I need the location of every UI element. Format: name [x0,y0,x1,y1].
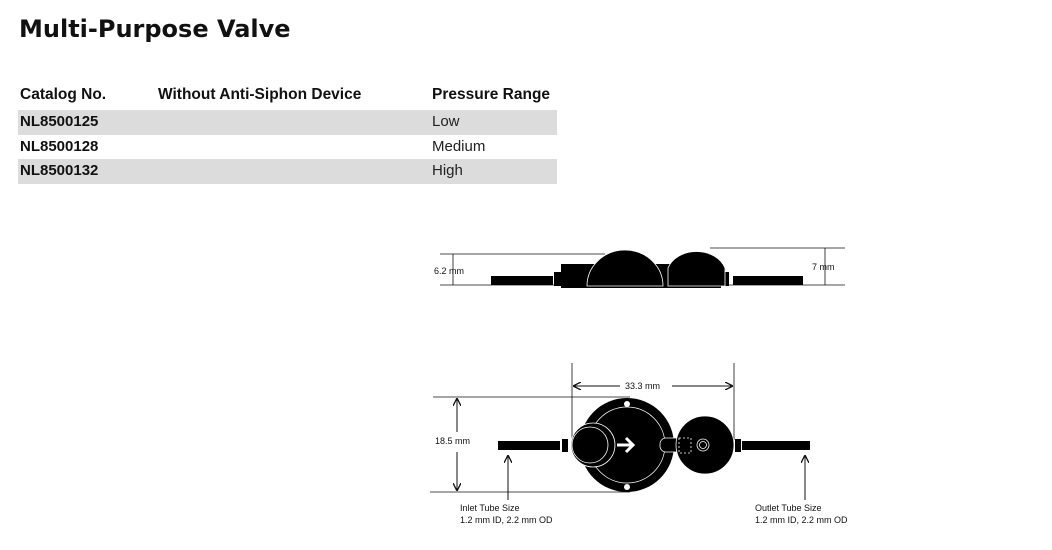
pressure-cell: Medium [432,137,486,155]
pressure-cell: High [432,162,463,179]
catalog-table: Catalog No. Without Anti-Siphon Device P… [18,83,557,184]
outlet-label: Outlet Tube Size [755,503,822,513]
table-row: NL8500132 High [18,159,557,184]
outlet-spec: 1.2 mm ID, 2.2 mm OD [755,515,848,525]
page-title: Multi-Purpose Valve [19,15,291,43]
table-row: NL8500125 Low [18,110,557,135]
arrow-right-icon [617,436,636,454]
side-right-dim: 7 mm [812,262,835,272]
top-view: 33.3 mm 18.5 mm Inlet Tube Size 1.2 mm I… [430,363,848,525]
catalog-cell: NL8500128 [20,137,99,155]
table-header: Catalog No. Without Anti-Siphon Device P… [18,83,557,110]
table-row: NL8500128 Medium [18,135,557,160]
height-dim: 18.5 mm [435,436,470,446]
catalog-cell: NL8500132 [20,162,99,179]
side-left-dim: 6.2 mm [434,266,464,276]
header-device: Without Anti-Siphon Device [158,86,362,103]
pressure-cell: Low [432,113,460,130]
side-view: 6.2 mm 7 mm [434,247,845,288]
inlet-label: Inlet Tube Size [460,503,520,513]
catalog-cell: NL8500125 [20,113,99,130]
header-catalog: Catalog No. [20,86,107,103]
inlet-spec: 1.2 mm ID, 2.2 mm OD [460,515,553,525]
header-pressure: Pressure Range [432,86,551,103]
width-dim: 33.3 mm [625,381,660,391]
